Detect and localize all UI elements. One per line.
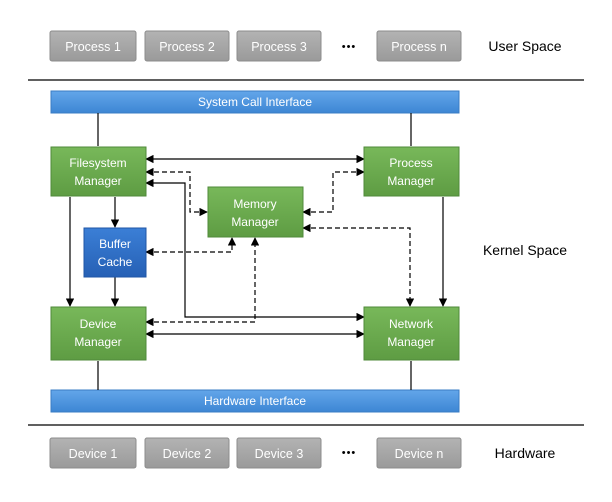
device-label-n: Device n bbox=[395, 447, 444, 461]
memory-manager-box bbox=[207, 186, 304, 238]
filesystem-manager-label-line1: Filesystem bbox=[69, 156, 126, 170]
proc-memory-dashed-arrow bbox=[302, 167, 365, 217]
memory-manager-label-line1: Memory bbox=[233, 197, 276, 211]
process-ellipsis: ••• bbox=[342, 41, 357, 53]
filesystem-manager-box bbox=[50, 146, 147, 197]
process-box-n bbox=[376, 30, 462, 62]
kernel-space-label: Kernel Space bbox=[483, 242, 567, 258]
device-memory-dashed-arrow bbox=[145, 237, 260, 327]
device-manager-box bbox=[50, 306, 147, 361]
process-manager-label-line2: Manager bbox=[387, 174, 434, 188]
user-space-label: User Space bbox=[488, 38, 561, 54]
device-label-2: Device 2 bbox=[163, 447, 212, 461]
process-label-3: Process 3 bbox=[251, 40, 307, 54]
hardware-row: Device 1 Device 2 Device 3 ••• Device n … bbox=[49, 437, 556, 469]
process-box-1 bbox=[49, 30, 137, 62]
device-box-2 bbox=[144, 437, 230, 469]
device-label-1: Device 1 bbox=[69, 447, 118, 461]
process-label-2: Process 2 bbox=[159, 40, 215, 54]
network-manager-label-line1: Network bbox=[389, 317, 434, 331]
buffer-cache-box bbox=[83, 227, 147, 278]
process-manager-label-line1: Process bbox=[389, 156, 432, 170]
user-space-row: Process 1 Process 2 Process 3 ••• Proces… bbox=[49, 30, 562, 62]
fs-memory-dashed-arrow bbox=[145, 167, 208, 217]
hardware-interface-bar bbox=[50, 389, 460, 413]
hardware-label: Hardware bbox=[495, 445, 556, 461]
system-call-interface-bar bbox=[50, 90, 460, 114]
device-manager-label-line2: Manager bbox=[74, 335, 121, 349]
device-manager-label-line1: Device bbox=[80, 317, 117, 331]
process-label-n: Process n bbox=[391, 40, 447, 54]
device-ellipsis: ••• bbox=[342, 447, 357, 459]
device-label-3: Device 3 bbox=[255, 447, 304, 461]
network-manager-label-line2: Manager bbox=[387, 335, 434, 349]
buffer-cache-label-line2: Cache bbox=[98, 255, 133, 269]
process-manager-box bbox=[363, 146, 460, 197]
memory-manager-label-line2: Manager bbox=[231, 215, 278, 229]
process-label-1: Process 1 bbox=[65, 40, 121, 54]
network-memory-dashed-arrow bbox=[302, 223, 415, 307]
system-call-interface-label: System Call Interface bbox=[198, 95, 312, 109]
device-box-3 bbox=[236, 437, 322, 469]
filesystem-manager-label-line2: Manager bbox=[74, 174, 121, 188]
device-box-1 bbox=[49, 437, 137, 469]
buffer-cache-label-line1: Buffer bbox=[99, 237, 131, 251]
buffer-memory-dashed-arrow bbox=[145, 237, 237, 257]
network-manager-box bbox=[363, 306, 460, 361]
process-box-3 bbox=[236, 30, 322, 62]
device-box-n bbox=[376, 437, 462, 469]
process-box-2 bbox=[144, 30, 230, 62]
hardware-interface-label: Hardware Interface bbox=[204, 394, 306, 408]
